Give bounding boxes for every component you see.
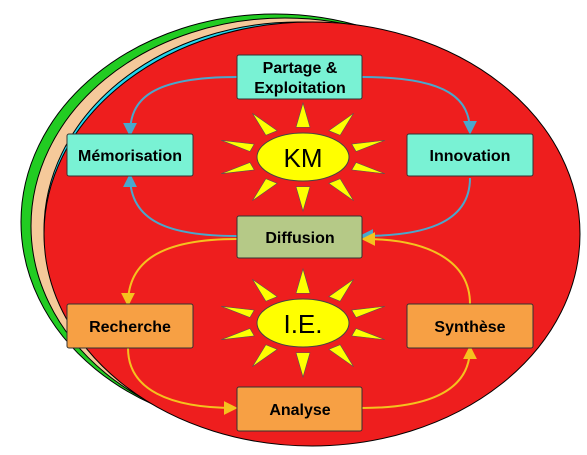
sun-ray (252, 279, 278, 302)
node-diffusion: Diffusion (236, 215, 363, 259)
partage-line-2: Exploitation (254, 80, 346, 97)
sun-ray (295, 267, 311, 294)
sun-ray (351, 306, 385, 318)
sun-ray (351, 162, 385, 174)
node-analyse: Analyse (236, 386, 363, 432)
sun-ray (328, 344, 354, 367)
sun-ray (351, 140, 385, 152)
arrow-icon (121, 238, 238, 307)
diffusion-label: Diffusion (265, 230, 334, 247)
km-cycle-arrows (123, 76, 477, 243)
node-synthese: Synthèse (406, 303, 534, 349)
arrow-icon (361, 76, 477, 135)
sun-ray (328, 113, 354, 136)
node-recherche: Recherche (66, 303, 194, 349)
sun-ray (295, 186, 311, 213)
innovation-label: Innovation (430, 148, 511, 165)
node-innovation: Innovation (406, 133, 534, 177)
sun-ray (295, 352, 311, 379)
ie-cycle-arrows (121, 232, 477, 415)
sun-ray (221, 140, 255, 152)
analyse-label: Analyse (269, 402, 330, 419)
sun-ray (252, 178, 278, 201)
node-partage-exploitation: Partage & Exploitation (236, 54, 363, 100)
sun-core (256, 132, 350, 182)
sun-ray (328, 178, 354, 201)
sun-core (256, 298, 350, 348)
arrow-icon (123, 173, 238, 237)
memorisation-label: Mémorisation (78, 148, 182, 165)
sun-icon (221, 267, 385, 379)
sun-ray (328, 279, 354, 302)
sun-ray (221, 306, 255, 318)
km-label: KM (284, 143, 323, 173)
sun-ray (252, 344, 278, 367)
ie-label: I.E. (283, 309, 322, 339)
recherche-label: Recherche (89, 319, 171, 336)
sun-ray (351, 328, 385, 340)
sun-ray (221, 162, 255, 174)
partage-line-1: Partage & (263, 60, 338, 77)
arrow-icon (361, 345, 477, 409)
synthese-label: Synthèse (434, 319, 505, 336)
sun-ray (295, 101, 311, 128)
arrow-icon (359, 177, 471, 243)
sun-ray (221, 328, 255, 340)
sun-icon (221, 101, 385, 213)
arrow-icon (127, 347, 238, 415)
arrow-icon (123, 76, 238, 137)
sun-ray (252, 113, 278, 136)
arrow-icon (361, 232, 471, 305)
node-memorisation: Mémorisation (66, 133, 194, 177)
